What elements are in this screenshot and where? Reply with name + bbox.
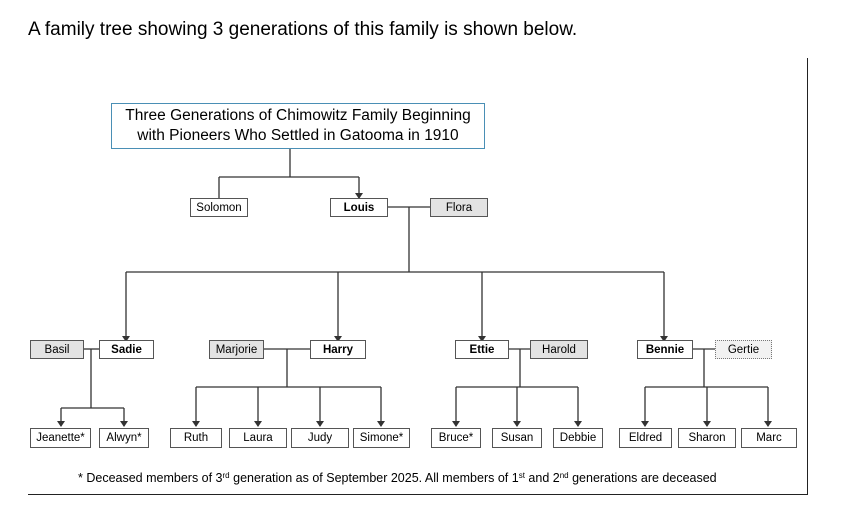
footnote: * Deceased members of 3rd generation as … <box>78 471 717 485</box>
footnote-part1: * Deceased members of 3 <box>78 471 223 485</box>
arrow-head <box>192 421 200 427</box>
footnote-sup2: st <box>518 471 525 480</box>
diagram-title: Three Generations of Chimowitz Family Be… <box>111 103 485 149</box>
arrow-head <box>452 421 460 427</box>
person-louis: Louis <box>330 198 388 217</box>
arrow-head <box>122 336 130 342</box>
person-jeanette: Jeanette* <box>30 428 91 448</box>
person-simone: Simone* <box>353 428 410 448</box>
arrow-head <box>513 421 521 427</box>
person-flora: Flora <box>430 198 488 217</box>
arrow-head <box>641 421 649 427</box>
person-sadie: Sadie <box>99 340 154 359</box>
arrow-head <box>355 193 363 199</box>
person-gertie: Gertie <box>715 340 772 359</box>
person-bennie: Bennie <box>637 340 693 359</box>
person-ettie: Ettie <box>455 340 509 359</box>
arrow-head <box>478 336 486 342</box>
person-judy: Judy <box>291 428 349 448</box>
person-alwyn: Alwyn* <box>99 428 149 448</box>
diagram-title-line2: with Pioneers Who Settled in Gatooma in … <box>137 127 459 144</box>
arrow-head <box>254 421 262 427</box>
arrow-head <box>574 421 582 427</box>
person-harold: Harold <box>530 340 588 359</box>
person-sharon: Sharon <box>678 428 736 448</box>
diagram-frame <box>28 58 808 495</box>
arrow-head <box>57 421 65 427</box>
person-marc: Marc <box>741 428 797 448</box>
arrow-head <box>316 421 324 427</box>
person-debbie: Debbie <box>553 428 603 448</box>
person-basil: Basil <box>30 340 84 359</box>
arrow-head <box>377 421 385 427</box>
footnote-sup1: rd <box>222 471 230 480</box>
person-solomon: Solomon <box>190 198 248 217</box>
arrow-head <box>660 336 668 342</box>
footnote-sup3: nd <box>559 471 569 480</box>
person-bruce: Bruce* <box>431 428 481 448</box>
intro-text: A family tree showing 3 generations of t… <box>28 19 578 40</box>
person-susan: Susan <box>492 428 542 448</box>
footnote-part4: generations are deceased <box>568 471 717 485</box>
diagram-title-line1: Three Generations of Chimowitz Family Be… <box>125 107 471 124</box>
person-eldred: Eldred <box>619 428 672 448</box>
arrow-head <box>334 336 342 342</box>
arrow-head <box>120 421 128 427</box>
person-ruth: Ruth <box>170 428 222 448</box>
arrow-head <box>703 421 711 427</box>
person-harry: Harry <box>310 340 366 359</box>
person-marjorie: Marjorie <box>209 340 264 359</box>
arrow-head <box>764 421 772 427</box>
footnote-part3: and 2 <box>524 471 560 485</box>
person-laura: Laura <box>229 428 287 448</box>
footnote-part2: generation as of September 2025. All mem… <box>229 471 519 485</box>
